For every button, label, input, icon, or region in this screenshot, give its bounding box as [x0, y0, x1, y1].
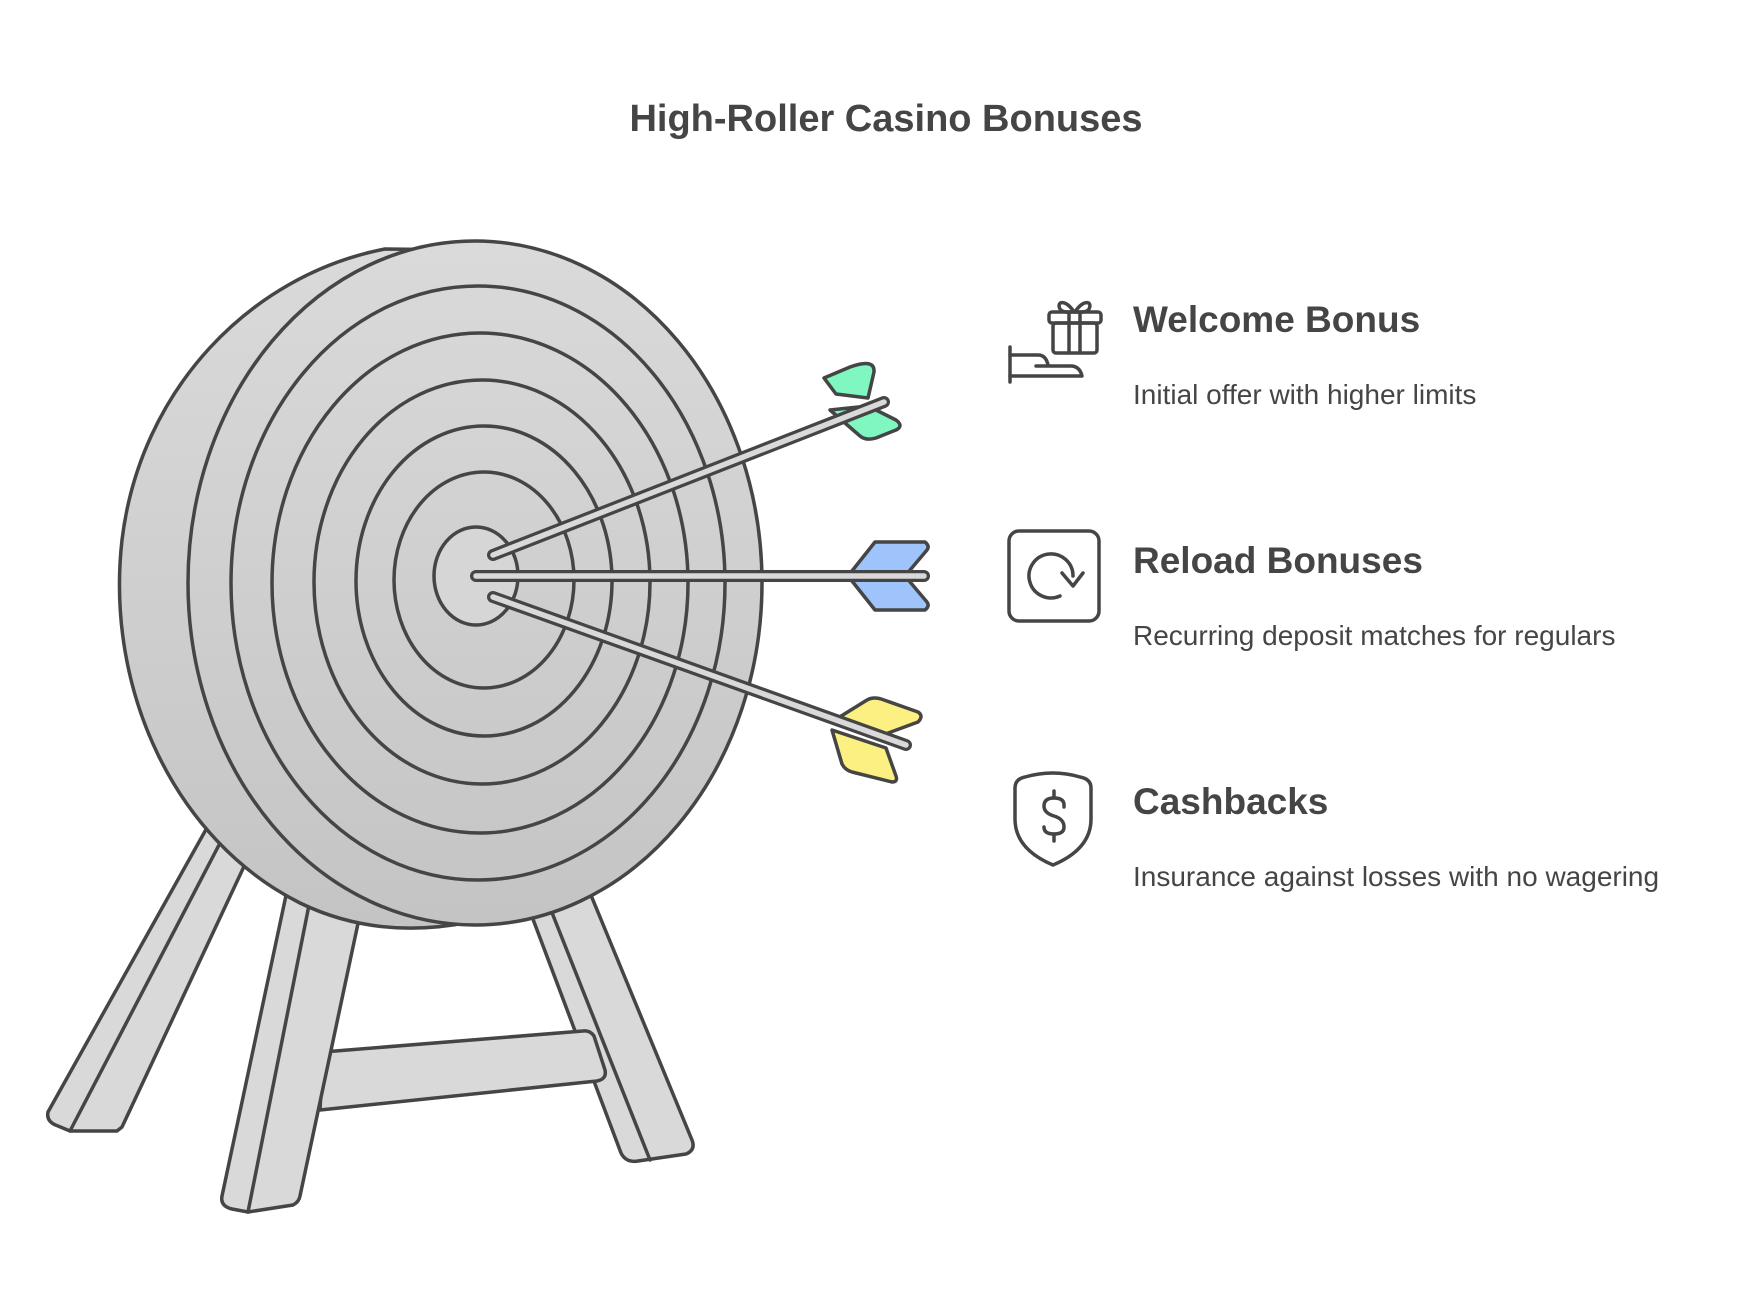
item-description: Recurring deposit matches for regulars: [1133, 620, 1616, 651]
item-reload-bonuses: Reload Bonuses Recurring deposit matches…: [1000, 528, 1740, 688]
easel-leg-right: [520, 886, 695, 1164]
arrow-green: [487, 361, 902, 561]
easel-leg-left: [45, 806, 257, 1133]
hand-gift-icon: [1008, 300, 1103, 384]
easel-crossbar: [318, 1029, 608, 1112]
arrow-blue: [470, 540, 930, 612]
item-cashbacks: Cashbacks Insurance against losses with …: [1000, 769, 1740, 929]
item-description: Initial offer with higher limits: [1133, 379, 1477, 410]
item-label: Reload Bonuses: [1133, 540, 1423, 581]
shield-dollar-icon: [1013, 771, 1093, 867]
item-label: Cashbacks: [1133, 781, 1329, 822]
refresh-square-icon: [1007, 529, 1101, 623]
item-label: Welcome Bonus: [1133, 299, 1421, 340]
easel-leg-front: [219, 884, 365, 1214]
item-welcome-bonus: Welcome Bonus Initial offer with higher …: [1000, 287, 1740, 447]
page-title: High-Roller Casino Bonuses: [629, 98, 1143, 140]
item-description: Insurance against losses with no wagerin…: [1133, 861, 1660, 892]
arrow-yellow: [487, 591, 923, 784]
